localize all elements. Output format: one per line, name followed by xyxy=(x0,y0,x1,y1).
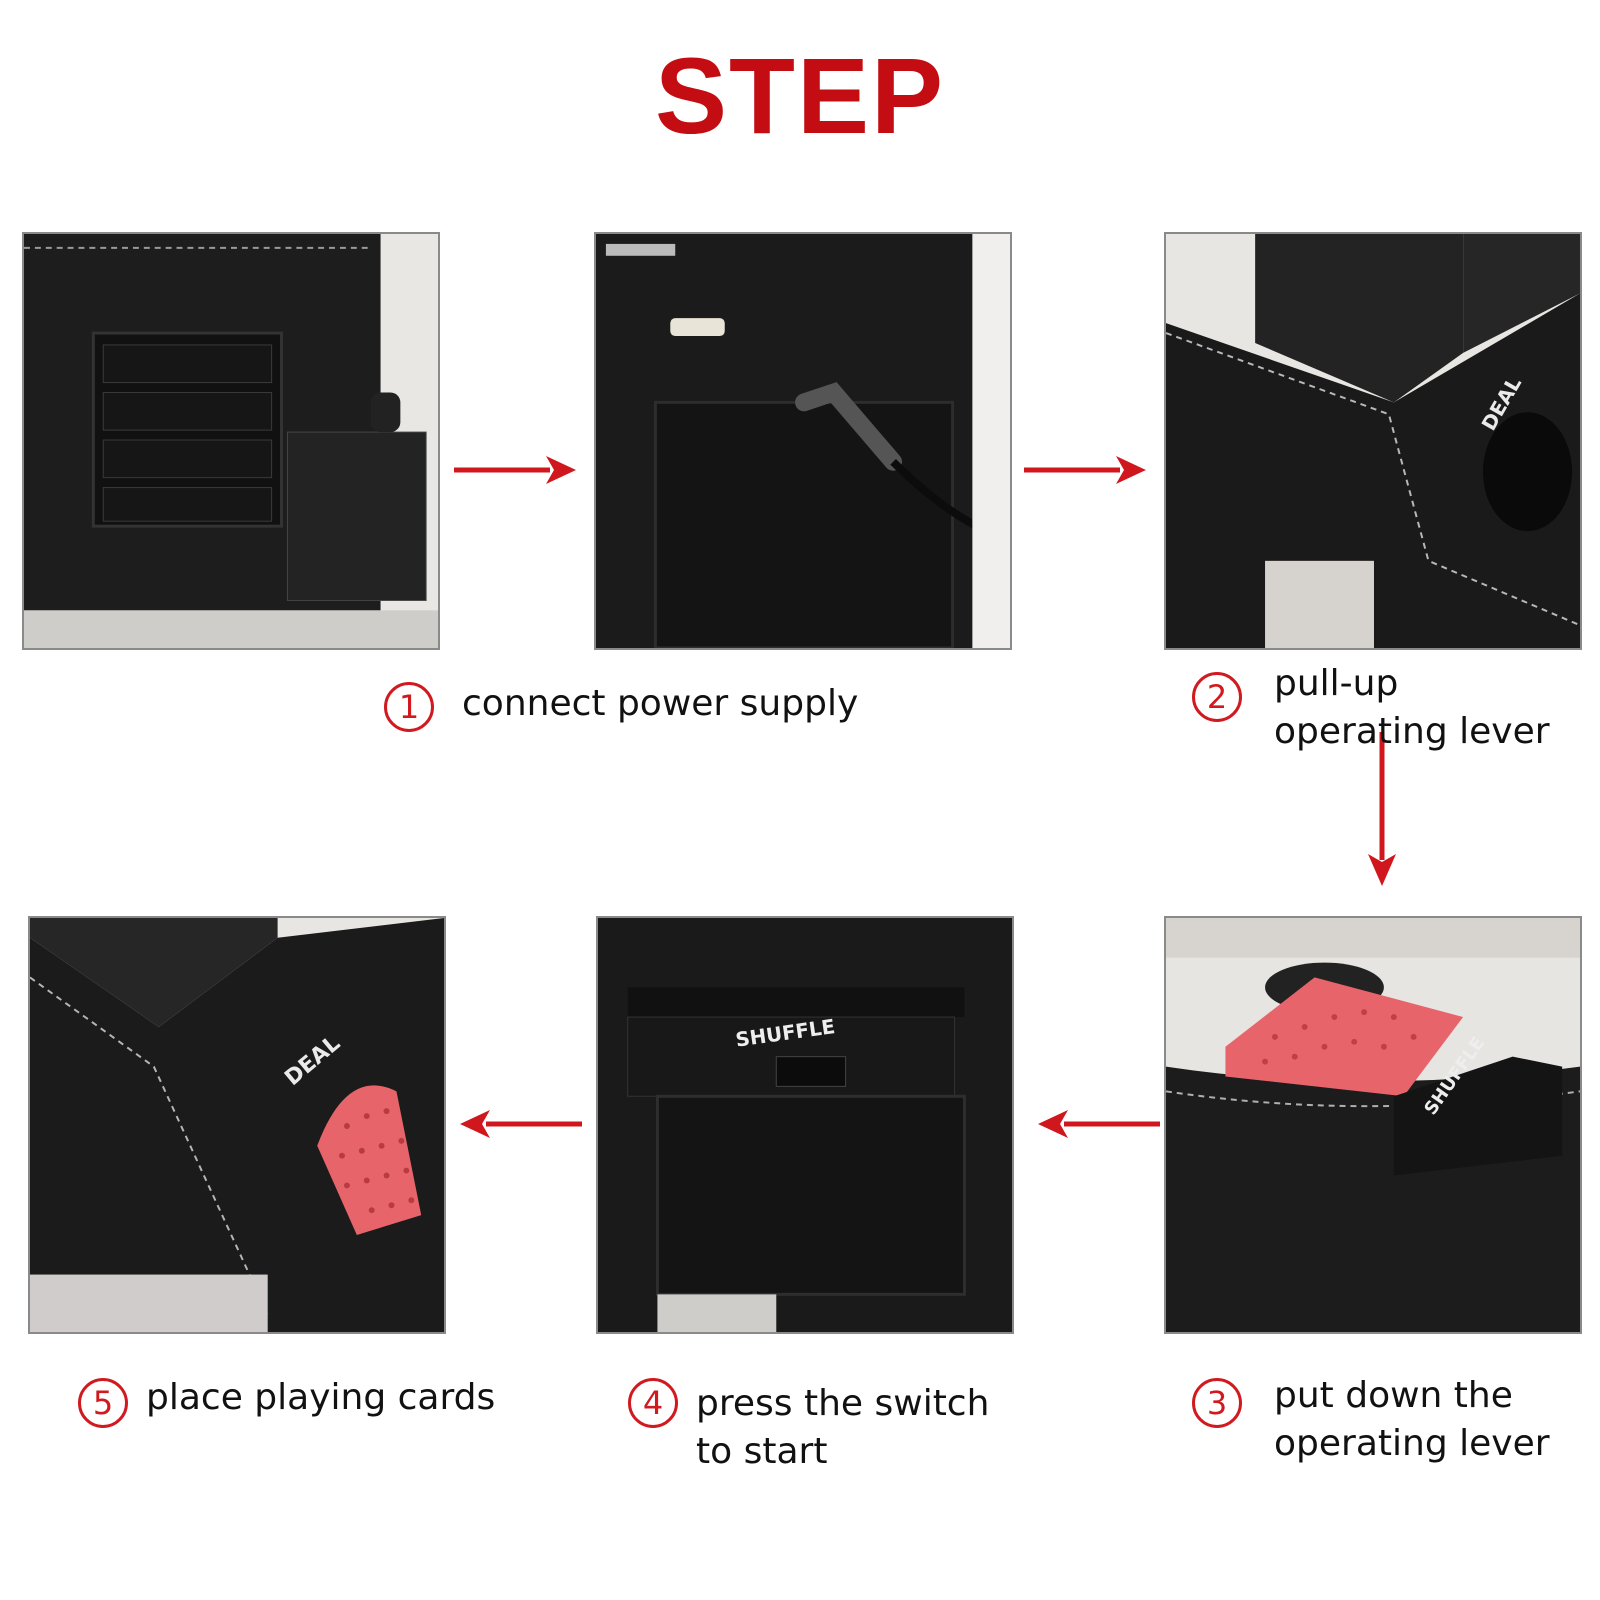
step-5-caption: place playing cards xyxy=(146,1377,496,1418)
lever-up-photo: DEAL xyxy=(1164,232,1582,650)
step-2-caption: pull-up operating lever xyxy=(1274,663,1550,752)
step-number-badge: 2 xyxy=(1192,672,1242,722)
step-number-badge: 1 xyxy=(384,682,434,732)
arrow-right-icon xyxy=(1024,456,1146,484)
deal-slot-photo: DEAL xyxy=(28,916,446,1334)
battery-compartment-photo xyxy=(22,232,440,650)
step-1-caption: connect power supply xyxy=(462,683,859,724)
shuffle-switch-photo: SHUFFLE xyxy=(596,916,1014,1334)
lever-down-with-cards-photo: SHUFFLE xyxy=(1164,916,1582,1334)
arrow-left-icon xyxy=(460,1110,582,1138)
step-number-badge: 4 xyxy=(628,1378,678,1428)
step-number-badge: 5 xyxy=(78,1378,128,1428)
arrow-down-icon xyxy=(1368,732,1396,886)
arrow-right-icon xyxy=(454,456,576,484)
step-number-badge: 3 xyxy=(1192,1378,1242,1428)
arrow-left-icon xyxy=(1038,1110,1160,1138)
step-3-caption: put down the operating lever xyxy=(1274,1375,1550,1464)
step-4-caption: press the switch to start xyxy=(696,1383,990,1472)
page-title: STEP xyxy=(654,35,946,156)
power-plug-photo xyxy=(594,232,1012,650)
